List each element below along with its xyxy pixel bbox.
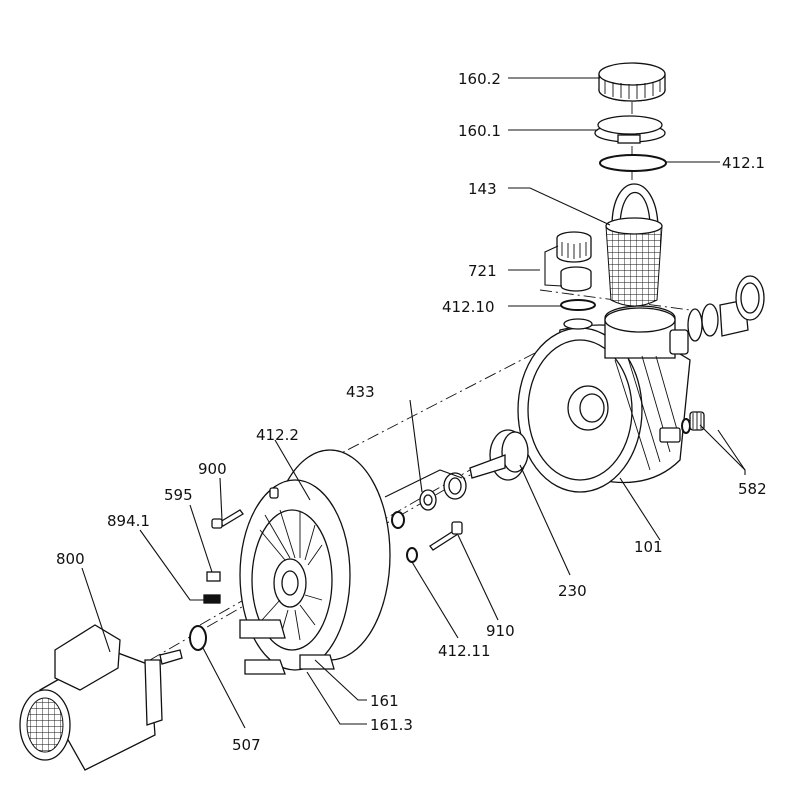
lid-part bbox=[594, 115, 666, 144]
part-894-1 bbox=[203, 594, 221, 604]
strainer-basket-part bbox=[605, 183, 663, 307]
label-160-1: 160.1 bbox=[458, 122, 501, 140]
label-412-2: 412.2 bbox=[256, 426, 299, 444]
label-900: 900 bbox=[198, 460, 227, 478]
label-101: 101 bbox=[634, 538, 663, 556]
seal-plate-part bbox=[239, 449, 391, 675]
o-ring-412-10 bbox=[560, 299, 596, 311]
cover-ring-part bbox=[598, 62, 666, 102]
part-595 bbox=[206, 571, 221, 582]
label-595: 595 bbox=[164, 486, 193, 504]
label-910: 910 bbox=[486, 622, 515, 640]
leader-lines bbox=[81, 77, 746, 729]
o-ring-412-1 bbox=[599, 154, 667, 172]
label-230: 230 bbox=[558, 582, 587, 600]
bolt-910-part bbox=[429, 521, 463, 551]
pump-housing-part bbox=[517, 305, 691, 493]
label-894-1: 894.1 bbox=[107, 512, 150, 530]
label-161: 161 bbox=[370, 692, 399, 710]
label-582: 582 bbox=[738, 480, 767, 498]
impeller-part bbox=[469, 429, 529, 481]
label-412-1: 412.1 bbox=[722, 154, 765, 172]
label-143: 143 bbox=[468, 180, 497, 198]
ring-507-part bbox=[189, 625, 207, 651]
label-721: 721 bbox=[468, 262, 497, 280]
label-412-10: 412.10 bbox=[442, 298, 495, 316]
label-412-11: 412.11 bbox=[438, 642, 491, 660]
label-507: 507 bbox=[232, 736, 261, 754]
screw-900-head bbox=[211, 518, 223, 529]
label-433: 433 bbox=[346, 383, 375, 401]
o-ring-412-11 bbox=[406, 547, 418, 563]
screw-900-part bbox=[219, 509, 244, 527]
adapter-part-721 bbox=[556, 231, 592, 292]
union-connector-part bbox=[687, 275, 765, 342]
drain-plug-part bbox=[681, 411, 705, 434]
label-160-2: 160.2 bbox=[458, 70, 501, 88]
part-labels: 160.2 160.1 412.1 143 721 412.10 433 412… bbox=[56, 70, 767, 754]
label-800: 800 bbox=[56, 550, 85, 568]
motor-part bbox=[19, 624, 183, 771]
mechanical-seal-part bbox=[384, 469, 467, 529]
label-161-3: 161.3 bbox=[370, 716, 413, 734]
